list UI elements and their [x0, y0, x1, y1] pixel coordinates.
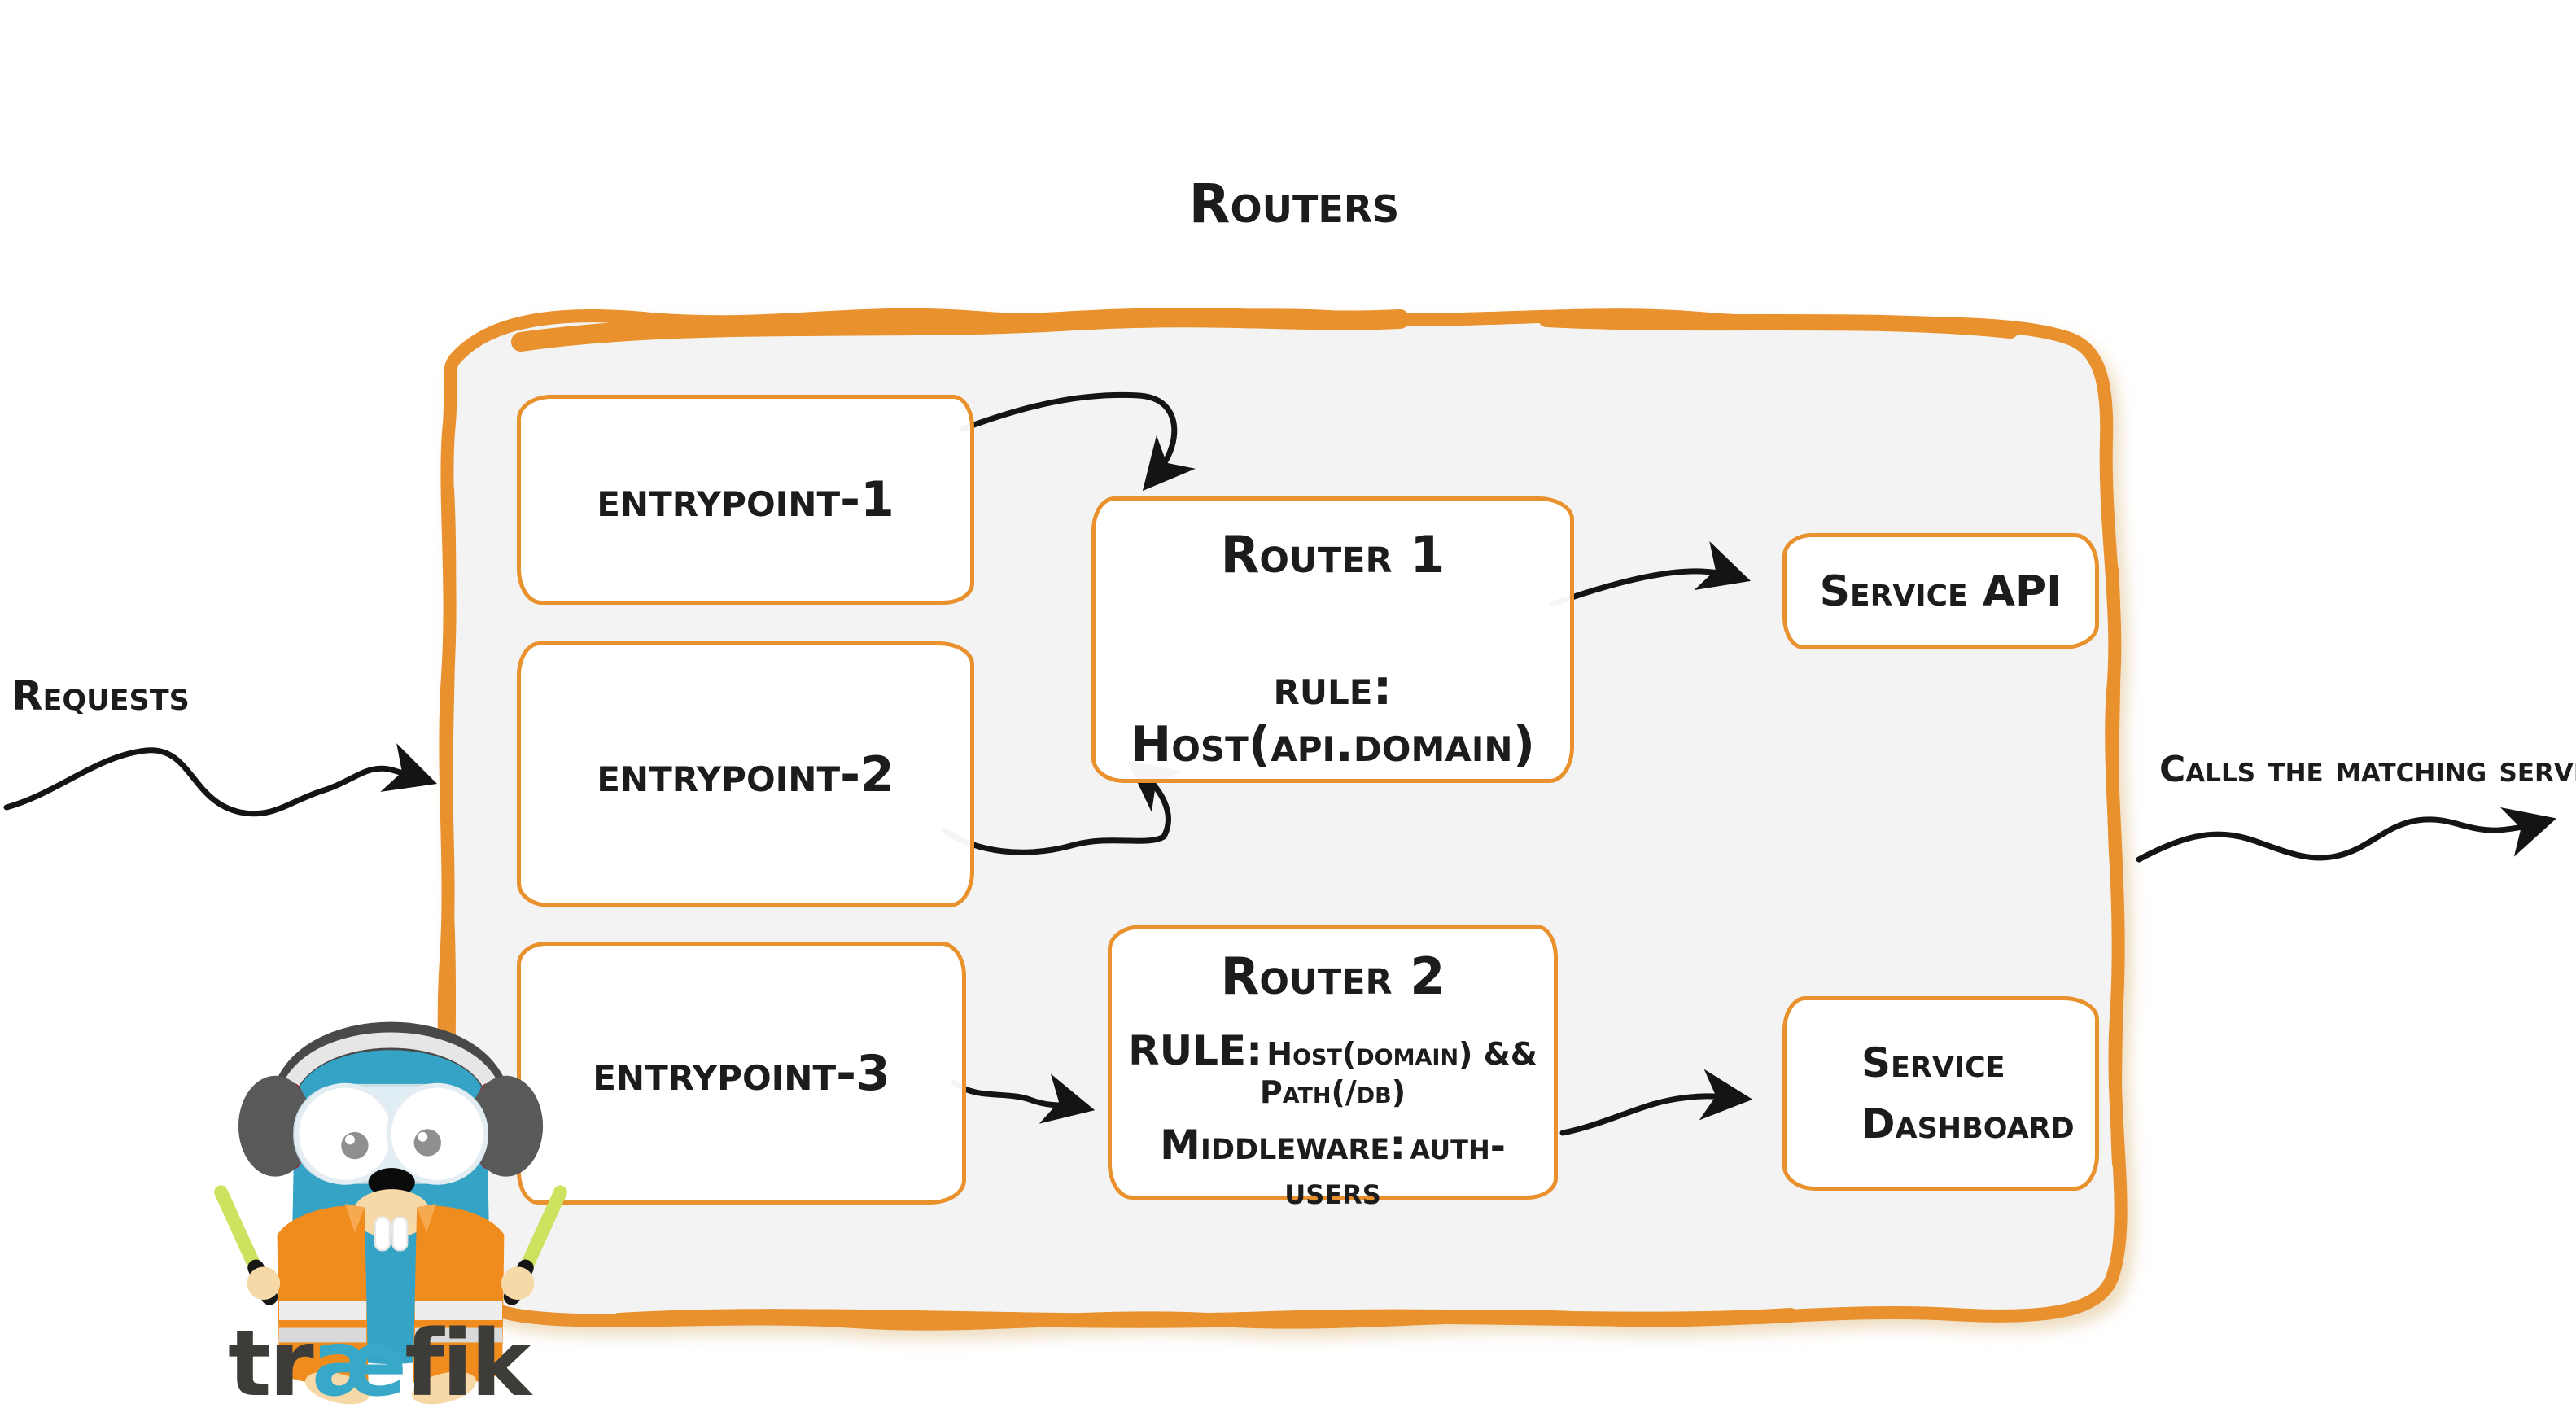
- entrypoint-1-box: entrypoint-1: [517, 395, 974, 605]
- service-dashboard-box: Service Dashboard: [1782, 996, 2099, 1191]
- router-1-box: Router 1 rule: Host(api.domain): [1091, 496, 1574, 783]
- router2-to-service-dashboard-arrow: [1559, 1069, 1753, 1136]
- traefik-wordmark: træfik: [228, 1318, 531, 1408]
- router-2-rule: RULE: Host(domain) && Path(/db): [1123, 1027, 1542, 1110]
- router-2-box: Router 2 RULE: Host(domain) && Path(/db)…: [1108, 925, 1558, 1213]
- router1-to-service-api-arrow: [1550, 540, 1752, 607]
- output-label: Calls the matching server: [2159, 749, 2576, 790]
- diagram-title: Routers: [1188, 173, 1400, 235]
- wordmark-tr: tr: [228, 1311, 314, 1408]
- entrypoint2-to-router1-arrow: [941, 760, 1183, 855]
- router-2-middleware: Middleware: auth-users: [1123, 1122, 1542, 1213]
- requests-arrow: [3, 743, 437, 817]
- output-arrow: [2136, 807, 2557, 863]
- wordmark-ae: æ: [311, 1311, 407, 1408]
- entrypoint-2-label: entrypoint-2: [597, 746, 894, 803]
- entrypoint3-to-router2-arrow: [951, 1073, 1096, 1124]
- service-api-box: Service API: [1782, 533, 2099, 649]
- service-api-label: Service API: [1819, 566, 2062, 616]
- entrypoint-3-box: entrypoint-3: [517, 942, 966, 1205]
- router-2-title: Router 2: [1220, 947, 1445, 1006]
- requests-label: Requests: [11, 672, 190, 719]
- traefik-gopher-logo: [214, 1021, 567, 1405]
- entrypoint-1-label: entrypoint-1: [597, 471, 894, 528]
- router-2-middleware-value: auth-users: [1284, 1124, 1506, 1213]
- router-1-rule: rule: Host(api.domain): [1130, 659, 1535, 773]
- entrypoint-3-label: entrypoint-3: [593, 1044, 890, 1102]
- router-2-rule-label: RULE:: [1128, 1027, 1263, 1074]
- router-2-rule-value: Host(domain) && Path(/db): [1259, 1036, 1537, 1110]
- wordmark-fik: fik: [405, 1311, 531, 1408]
- service-dashboard-label: Service Dashboard: [1861, 1039, 2075, 1148]
- entrypoint-2-box: entrypoint-2: [517, 641, 974, 907]
- router-1-title: Router 1: [1220, 525, 1445, 584]
- router-2-middleware-label: Middleware:: [1160, 1122, 1406, 1169]
- entrypoint1-to-router1-arrow: [960, 391, 1196, 492]
